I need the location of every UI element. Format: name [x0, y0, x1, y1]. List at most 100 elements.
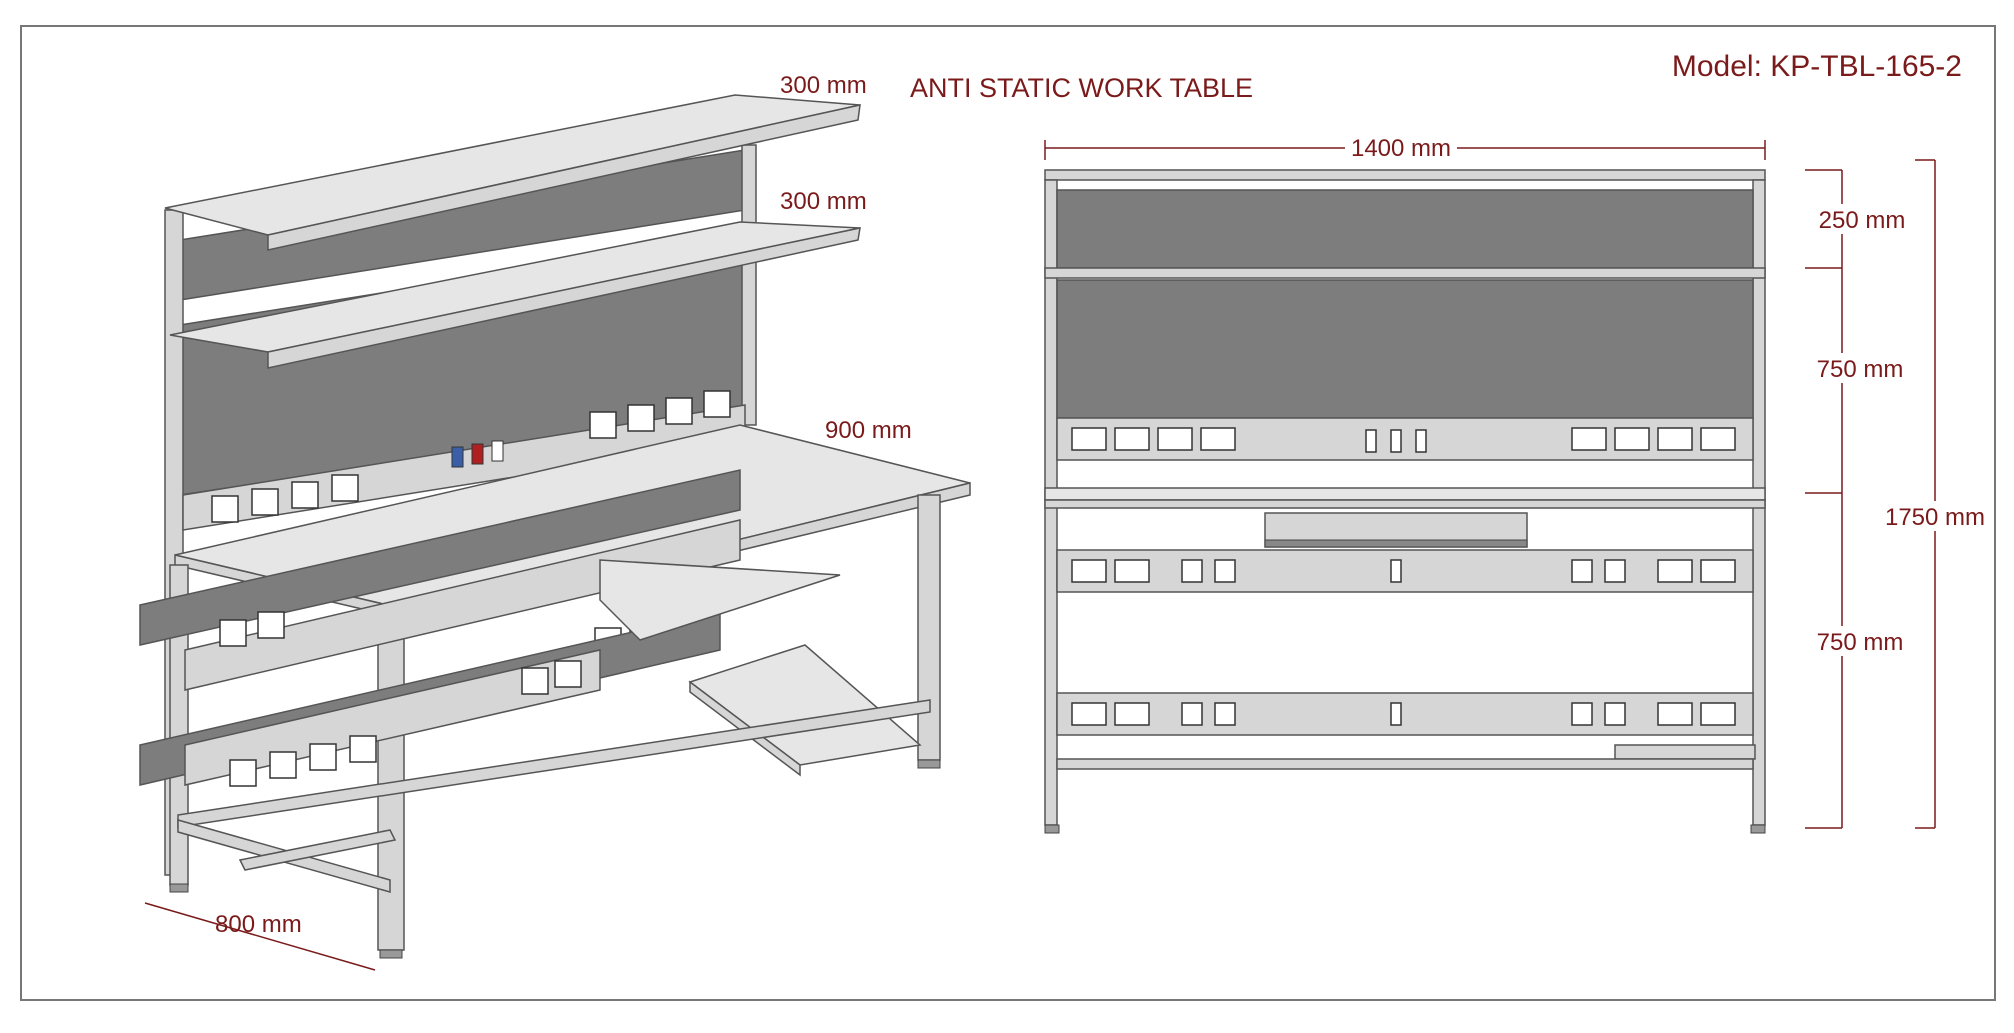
socket-icon: [1604, 559, 1626, 583]
socket-icon: [1114, 702, 1150, 726]
socket-icon: [1700, 559, 1736, 583]
socket-icon: [211, 495, 239, 523]
socket-icon: [229, 759, 257, 787]
iso-back-sockets-left: [211, 474, 359, 523]
iso-lower-sockets-2: [229, 660, 582, 787]
front-shelf-bar: [1044, 267, 1766, 279]
socket-icon: [1700, 427, 1736, 451]
socket-icon: [269, 751, 297, 779]
socket-icon: [1657, 427, 1693, 451]
front-total-height-label: 1750 mm: [1885, 504, 1985, 531]
switch-icon: [491, 440, 504, 462]
label-backdrop: [1812, 626, 1908, 656]
socket-icon: [251, 488, 279, 516]
socket-icon: [1071, 559, 1107, 583]
iso-foot: [917, 759, 941, 769]
socket-icon: [1181, 702, 1203, 726]
front-panel-height-label: 750 mm: [1817, 356, 1904, 383]
iso-top-shelf-edge: [267, 104, 861, 251]
socket-icon: [1614, 427, 1650, 451]
front-keyboard-tray-lip: [1264, 539, 1528, 548]
socket-icon: [1571, 559, 1593, 583]
iso-lower-tray-1: [139, 469, 741, 646]
front-foot: [1750, 824, 1766, 834]
front-lower-socket-strip-1: [1056, 549, 1754, 593]
socket-icon: [665, 397, 693, 425]
socket-icon: [1571, 702, 1593, 726]
front-desk-apron: [1044, 499, 1766, 509]
front-main-panel: [1056, 279, 1754, 419]
switch-icon: [1390, 559, 1402, 583]
iso-keyboard-tray: [599, 559, 841, 641]
front-desk-top: [1044, 487, 1766, 501]
iso-table-depth-label: 800 mm: [215, 911, 302, 938]
switch-icon: [471, 443, 484, 465]
front-foot-shelf: [1614, 744, 1756, 760]
front-view: 1400 mm: [1044, 133, 1990, 834]
socket-icon: [1214, 702, 1236, 726]
socket-icon: [1157, 427, 1193, 451]
front-upper-gap-label: 250 mm: [1819, 207, 1906, 234]
label-backdrop: [1345, 133, 1457, 161]
drawing-border: [20, 25, 1996, 1001]
socket-icon: [291, 481, 319, 509]
front-lower-socket-strip-2: [1056, 692, 1754, 736]
socket-icon: [1604, 702, 1626, 726]
iso-desk-depth-label: 900 mm: [825, 417, 912, 444]
iso-foot: [379, 949, 403, 959]
iso-right-back-post: [741, 144, 757, 426]
socket-icon: [1571, 427, 1607, 451]
iso-lower-shelf-depth-label: 300 mm: [780, 188, 867, 215]
iso-back-sockets-right: [589, 390, 731, 439]
socket-icon: [257, 611, 285, 639]
socket-icon: [1657, 559, 1693, 583]
switch-icon: [451, 446, 464, 468]
label-backdrop: [1815, 204, 1907, 234]
socket-icon: [1071, 427, 1107, 451]
iso-upper-shelf-depth-label: 300 mm: [780, 72, 867, 99]
socket-icon: [1214, 559, 1236, 583]
socket-icon: [1181, 559, 1203, 583]
iso-bottom-brace: [238, 829, 397, 871]
switch-icon: [1415, 429, 1427, 453]
label-backdrop: [1880, 501, 1990, 531]
iso-switches: [451, 440, 504, 468]
drawing-title: ANTI STATIC WORK TABLE: [910, 73, 1253, 103]
front-lower-sockets-2: [1071, 702, 1736, 726]
socket-icon: [309, 743, 337, 771]
socket-icon: [1114, 559, 1150, 583]
iso-depth-dimension-line: [144, 902, 376, 971]
socket-icon: [554, 660, 582, 688]
socket-icon: [589, 411, 617, 439]
front-lower-sockets-1: [1071, 559, 1736, 583]
isometric-view: 300 mm 300 mm 900 mm 800 mm: [139, 72, 971, 971]
socket-icon: [1657, 702, 1693, 726]
iso-front-right-leg: [917, 494, 941, 761]
socket-icon: [331, 474, 359, 502]
front-bottom-rail: [1056, 758, 1754, 770]
front-upper-sockets: [1071, 427, 1736, 453]
model-label: Model: KP-TBL-165-2: [1672, 50, 1962, 83]
socket-icon: [521, 667, 549, 695]
switch-icon: [1390, 702, 1402, 726]
switch-icon: [1390, 429, 1402, 453]
front-foot: [1044, 824, 1060, 834]
front-lower-height-label: 750 mm: [1817, 629, 1904, 656]
socket-icon: [1200, 427, 1236, 451]
iso-middle-shelf-edge: [267, 227, 861, 369]
label-backdrop: [1812, 353, 1908, 383]
iso-foot: [169, 883, 189, 893]
switch-icon: [1365, 429, 1377, 453]
socket-icon: [1700, 702, 1736, 726]
socket-icon: [1071, 702, 1107, 726]
front-top-bar: [1044, 169, 1766, 181]
front-width-label: 1400 mm: [1351, 135, 1451, 162]
socket-icon: [703, 390, 731, 418]
socket-icon: [349, 735, 377, 763]
socket-icon: [627, 404, 655, 432]
front-upper-panel: [1056, 189, 1754, 269]
socket-icon: [1114, 427, 1150, 451]
socket-icon: [219, 619, 247, 647]
